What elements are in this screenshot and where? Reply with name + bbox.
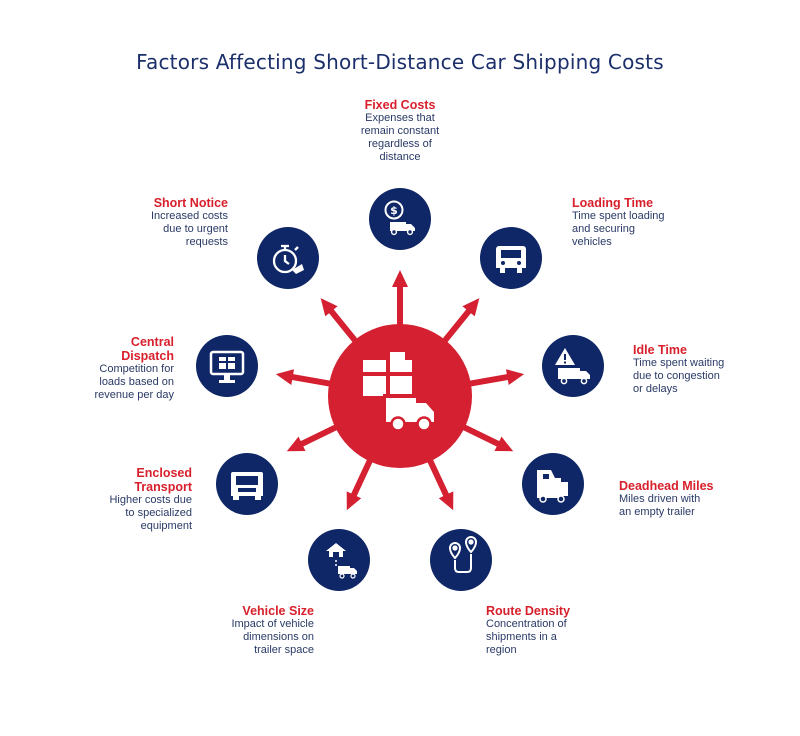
arrow-enclosed-transport — [286, 419, 348, 452]
arrow-idle-time — [458, 369, 525, 389]
label-loading-time: Loading Time Time spent loading and secu… — [572, 196, 702, 249]
factor-idle-time — [542, 335, 604, 397]
arrow-central-dispatch — [275, 369, 342, 389]
arrow-vehicle-size — [346, 449, 378, 511]
page-title: Factors Affecting Short-Distance Car Shi… — [136, 50, 664, 74]
truck-with-box-icon — [362, 352, 434, 432]
factor-desc: Higher costs due to specialized equipmen… — [109, 494, 192, 532]
enclosed-trailer-icon — [231, 472, 263, 500]
factor-desc: Competition for loads based on revenue p… — [94, 363, 175, 401]
label-idle-time: Idle Time Time spent waiting due to cong… — [633, 343, 763, 396]
dispatch-monitor-icon — [209, 350, 245, 383]
factor-deadhead-miles — [522, 453, 584, 515]
central-hub — [328, 324, 472, 468]
factor-title: Enclosed Transport — [134, 466, 192, 494]
factor-desc: Time spent waiting due to congestion or … — [633, 357, 725, 395]
factor-central-dispatch — [196, 335, 258, 397]
label-vehicle-size: Vehicle Size Impact of vehicle dimension… — [184, 604, 314, 657]
dollar-truck-icon: $ — [384, 200, 415, 236]
arrow-fixed-costs — [392, 270, 408, 336]
label-route-density: Route Density Concentration of shipments… — [486, 604, 616, 657]
factor-enclosed-transport — [216, 453, 278, 515]
factor-desc: Expenses that remain constant regardless… — [360, 112, 440, 163]
factor-title: Vehicle Size — [242, 604, 314, 618]
factor-title: Short Notice — [153, 196, 228, 210]
warning-truck-icon — [555, 348, 590, 385]
factor-title: Idle Time — [633, 343, 687, 357]
semi-truck-icon — [537, 470, 568, 503]
label-deadhead-miles: Deadhead Miles Miles driven with an empt… — [619, 479, 749, 519]
route-pin-icon — [448, 536, 478, 573]
arrow-short-notice — [320, 298, 365, 352]
factor-loading-time — [480, 227, 542, 289]
stopwatch-icon — [272, 244, 304, 274]
factor-desc: Miles driven with an empty trailer — [619, 493, 701, 518]
factor-desc: Concentration of shipments in a region — [486, 618, 567, 656]
factor-title: Route Density — [486, 604, 571, 618]
warehouse-truck-icon — [326, 543, 357, 579]
factor-desc: Time spent loading and securing vehicles — [572, 210, 665, 248]
label-fixed-costs: Fixed Costs Expenses that remain constan… — [335, 98, 465, 164]
factor-title: Loading Time — [572, 196, 654, 210]
factor-fixed-costs: $ — [369, 188, 431, 250]
arrow-deadhead-miles — [452, 419, 514, 452]
arrow-group — [275, 270, 525, 511]
factor-title: Central Dispatch — [121, 335, 174, 363]
label-enclosed-transport: Enclosed Transport Higher costs due to s… — [62, 466, 192, 533]
svg-text:$: $ — [390, 204, 398, 217]
factor-title: Deadhead Miles — [619, 479, 714, 493]
factor-title: Fixed Costs — [364, 98, 436, 112]
factor-desc: Increased costs due to urgent requests — [150, 210, 228, 248]
arrow-route-density — [422, 449, 454, 511]
label-central-dispatch: Central Dispatch Competition for loads b… — [44, 335, 175, 402]
factor-desc: Impact of vehicle dimensions on trailer … — [231, 618, 314, 656]
factor-route-density — [430, 529, 492, 591]
label-short-notice: Short Notice Increased costs due to urge… — [98, 196, 228, 249]
arrow-loading-time — [435, 298, 480, 352]
factor-vehicle-size — [308, 529, 370, 591]
factor-short-notice — [257, 227, 319, 289]
truck-front-icon — [496, 246, 526, 273]
